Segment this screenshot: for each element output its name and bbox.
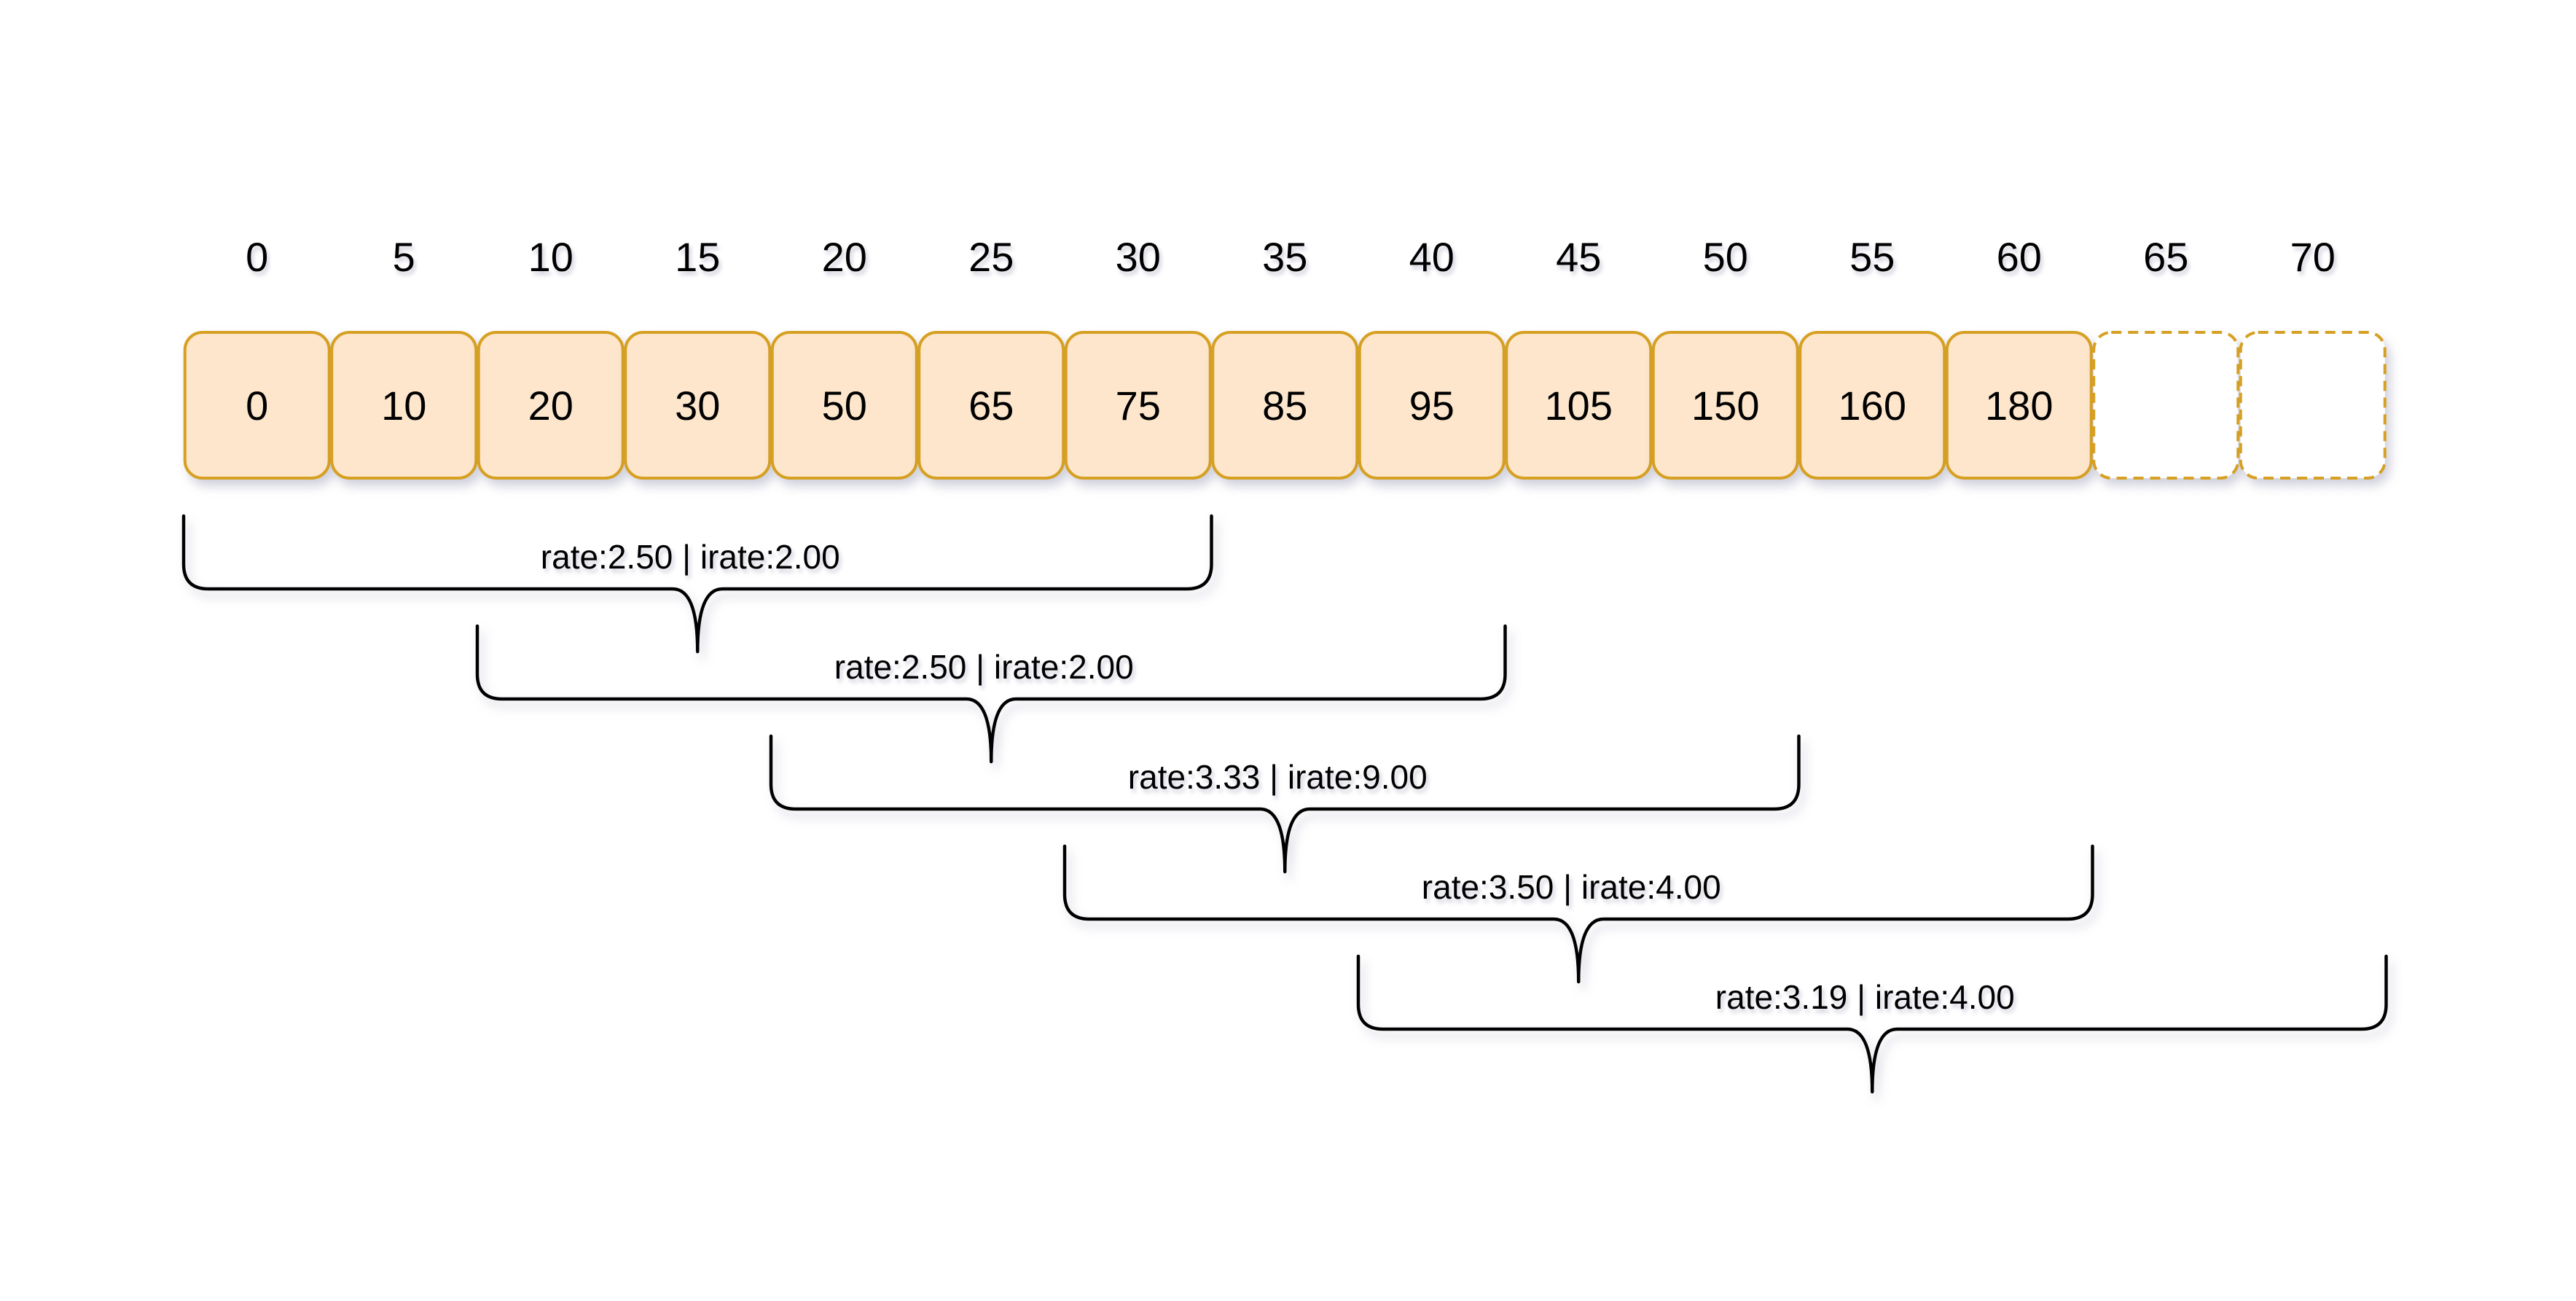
window-rate-label: rate:2.50 | irate:2.00: [541, 538, 840, 576]
timeline-tick: 35: [1262, 234, 1307, 280]
sample-value: 160: [1839, 383, 1906, 429]
timeline-axis: 0 5 10 15 20 25 30 35 40 45 50 55 60 65 70: [246, 234, 2336, 280]
window-rate-label: rate:3.19 | irate:4.00: [1715, 978, 2015, 1016]
timeline-tick: 5: [393, 234, 415, 280]
sample-cell: 105: [1505, 331, 1653, 480]
sample-value: 10: [381, 383, 426, 429]
window-braces: rate:2.50 | irate:2.00 rate:2.50 | irate:…: [181, 514, 2388, 1094]
sample-value: 180: [1985, 383, 2053, 429]
sample-cell-box: [1064, 331, 1212, 480]
window-brace: rate:3.50 | irate:4.00: [1062, 844, 2094, 984]
sample-value: 85: [1262, 383, 1307, 429]
sample-value: 75: [1116, 383, 1161, 429]
sample-cell: 95: [1358, 331, 1506, 480]
sample-value: 65: [968, 383, 1014, 429]
sample-cell: 20: [477, 331, 625, 480]
curly-brace-shape: [1062, 844, 2094, 984]
sample-cell-box: [917, 331, 1065, 480]
sample-value: 150: [1691, 383, 1759, 429]
sample-value: 30: [675, 383, 720, 429]
sample-cell: 180: [1945, 331, 2093, 480]
sample-cell-box: [477, 331, 625, 480]
sample-value: 95: [1409, 383, 1455, 429]
sample-cell-box: [183, 331, 331, 480]
window-brace: rate:2.50 | irate:2.00: [181, 514, 1213, 654]
window-rate-label: rate:3.33 | irate:9.00: [1128, 758, 1428, 796]
window-rate-label: rate:3.50 | irate:4.00: [1422, 868, 1721, 906]
sample-row: 0 10 20 30 50 65 75 85 95 105 150 160 180: [183, 331, 2387, 480]
window-rate-label: rate:2.50 | irate:2.00: [834, 648, 1134, 686]
timeline-tick: 45: [1556, 234, 1601, 280]
sample-value: 50: [822, 383, 867, 429]
sample-cell: 50: [770, 331, 918, 480]
sample-value: 0: [246, 383, 268, 429]
sample-cell: 10: [330, 331, 478, 480]
timeline-tick: 40: [1409, 234, 1455, 280]
timeline-tick: 70: [2290, 234, 2336, 280]
timeline-tick: 55: [1849, 234, 1895, 280]
curly-brace-shape: [769, 734, 1801, 874]
timeline-tick: 15: [675, 234, 720, 280]
sample-cell: 0: [183, 331, 331, 480]
timeline-tick: 60: [1997, 234, 2042, 280]
sample-cell-box: [1505, 331, 1653, 480]
sample-cell-box: [1945, 331, 2093, 480]
curly-brace-shape: [1356, 954, 2388, 1094]
timeline-tick: 50: [1703, 234, 1748, 280]
timeline-tick: 30: [1116, 234, 1161, 280]
sample-cell-box: [1358, 331, 1506, 480]
empty-cell-box: [2092, 331, 2240, 480]
sample-cell-box: [624, 331, 772, 480]
sample-cell-box: [1798, 331, 1946, 480]
timeline-tick: 20: [822, 234, 867, 280]
sample-cell: 160: [1798, 331, 1946, 480]
sample-cell-box: [770, 331, 918, 480]
sample-value: 105: [1545, 383, 1613, 429]
sample-cell-box: [330, 331, 478, 480]
timeline-tick: 0: [246, 234, 268, 280]
sample-cell: 30: [624, 331, 772, 480]
timeline-tick: 65: [2143, 234, 2188, 280]
empty-sample-cell: [2092, 331, 2240, 480]
sample-value: 20: [528, 383, 573, 429]
sample-cell: 65: [917, 331, 1065, 480]
timeline-tick: 25: [968, 234, 1014, 280]
sample-cell-box: [1211, 331, 1359, 480]
window-brace: rate:2.50 | irate:2.00: [475, 624, 1507, 764]
curly-brace-shape: [475, 624, 1507, 764]
sample-cell: 85: [1211, 331, 1359, 480]
sample-cell-box: [1651, 331, 1799, 480]
curly-brace-shape: [181, 514, 1213, 654]
empty-cell-box: [2239, 331, 2387, 480]
sample-cell: 75: [1064, 331, 1212, 480]
window-brace: rate:3.19 | irate:4.00: [1356, 954, 2388, 1094]
window-brace: rate:3.33 | irate:9.00: [769, 734, 1801, 874]
timeline-tick: 10: [528, 234, 573, 280]
empty-sample-cell: [2239, 331, 2387, 480]
sample-cell: 150: [1651, 331, 1799, 480]
